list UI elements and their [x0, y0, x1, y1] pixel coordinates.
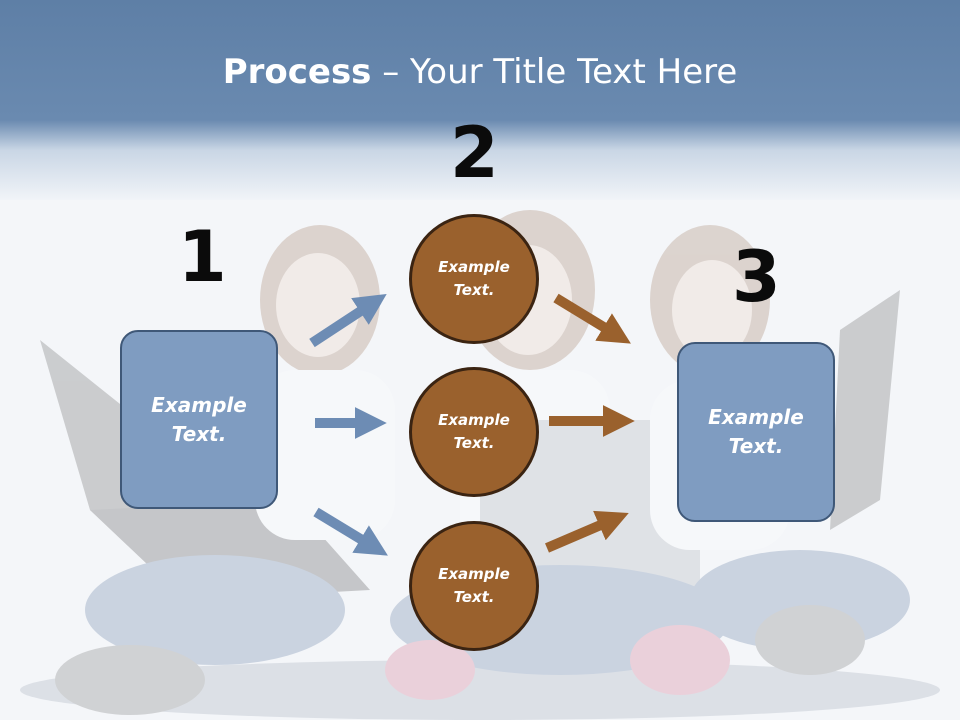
title-rest: – Your Title Text Here — [371, 52, 738, 92]
slide-title: Process – Your Title Text Here — [0, 52, 960, 92]
step-number-2: 2 — [450, 112, 499, 194]
step-number-1: 1 — [178, 216, 227, 298]
step-3-box: Example Text. — [677, 342, 835, 522]
circle-middle-text: Example Text. — [438, 411, 510, 452]
arrow-2-top-to-3 — [553, 293, 631, 344]
step-2-circle-middle: Example Text. — [409, 367, 539, 497]
step-number-3: 3 — [732, 236, 781, 318]
arrow-2-bottom-to-3 — [545, 510, 629, 553]
arrow-1-to-2-top — [309, 293, 387, 348]
title-bold: Process — [222, 52, 372, 92]
arrow-1-to-2-bottom — [313, 507, 388, 556]
step-1-box: Example Text. — [120, 330, 278, 509]
step-3-text: Example Text. — [708, 405, 804, 458]
step-2-circle-top: Example Text. — [409, 214, 539, 344]
step-2-circle-bottom: Example Text. — [409, 521, 539, 651]
header-band — [0, 0, 960, 200]
circle-top-text: Example Text. — [438, 258, 510, 299]
step-1-text: Example Text. — [151, 392, 247, 446]
circle-bottom-text: Example Text. — [438, 565, 510, 606]
